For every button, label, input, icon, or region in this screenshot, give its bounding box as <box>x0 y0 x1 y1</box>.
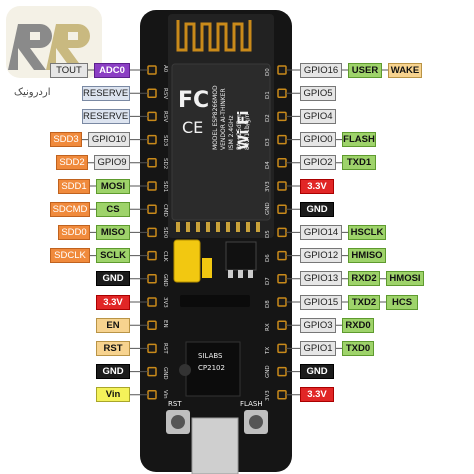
silkscreen-left-pin-name: SD2 <box>162 157 168 170</box>
row-cs-label-0: SDCMD <box>50 201 90 217</box>
row-gpio1-label-1: TXD0 <box>342 340 374 356</box>
row-gpio14-label-0: GPIO14 <box>300 224 342 240</box>
logo-mark <box>6 6 102 78</box>
chip-line-2: CP2102 <box>198 364 225 372</box>
module-model-line: VENDOR AI-THINKER <box>220 88 227 150</box>
wifi-logo: Wi Fi <box>236 110 252 150</box>
row-vin-label-0: Vin <box>96 387 130 403</box>
silkscreen-left-pin-name: Vin <box>162 389 168 399</box>
row-gpio5-label-0: GPIO5 <box>300 85 336 101</box>
silkscreen-left-pin-name: CMD <box>162 204 168 218</box>
flash-button-label: FLASH <box>240 400 263 408</box>
row-reserved-1-label-0: RESERVED <box>82 85 130 101</box>
silkscreen-left-pin-name: SD3 <box>162 134 168 146</box>
silkscreen-right-pin-name: GND <box>265 364 271 378</box>
row-gpio0-label-0: GPIO0 <box>300 132 336 148</box>
silkscreen-right-pin-name: 3V3 <box>265 181 271 192</box>
silkscreen-right-pin-name: TX <box>265 347 271 355</box>
row-gpio16-label-1: USER <box>348 62 382 78</box>
silkscreen-left-pin-name: SD0 <box>162 227 168 239</box>
silkscreen-right-pin-name: D8 <box>265 300 271 308</box>
silkscreen-left-pin-name: GND <box>162 273 168 287</box>
row-adc0-label-1: ADC0 <box>94 62 130 78</box>
silkscreen-left-pin-name: GND <box>162 366 168 380</box>
row-gpio9-label-1: GPIO9 <box>94 155 130 171</box>
row-rst-label-0: RST <box>96 340 130 356</box>
module-shield <box>171 63 271 221</box>
logo-text: اردرونیک <box>14 87 51 98</box>
ce-mark: CE <box>182 118 204 137</box>
row-gpio3-label-0: GPIO3 <box>300 317 336 333</box>
silkscreen-left-pin-name: RST <box>162 343 168 355</box>
silkscreen-left-pin-name: RSV <box>162 88 168 100</box>
row-3v3-3-label-0: 3.3V <box>300 387 334 403</box>
row-gpio15-label-2: HCS <box>386 294 418 310</box>
silkscreen-left-pin-name: RSV <box>162 111 168 123</box>
row-gpio2-label-1: TXD1 <box>342 155 376 171</box>
row-gnd-1-label-0: GND <box>96 271 130 287</box>
row-miso-label-1: MISO <box>96 224 130 240</box>
row-mosi-label-1: MOSI <box>96 178 130 194</box>
silkscreen-right-pin-name: 3V3 <box>265 390 271 401</box>
row-gpio13-label-2: HMOSI <box>386 271 424 287</box>
row-gpio4-label-0: GPIO4 <box>300 108 336 124</box>
row-gpio14-label-1: HSCLK <box>348 224 386 240</box>
row-gpio10-label-1: GPIO10 <box>88 132 130 148</box>
row-gpio1-label-0: GPIO1 <box>300 340 336 356</box>
row-gpio3-label-1: RXD0 <box>342 317 374 333</box>
row-gpio12-label-1: HMISO <box>348 248 386 264</box>
row-gpio10-label-0: SDD3 <box>50 132 82 148</box>
silkscreen-right-pin-name: D2 <box>265 114 271 123</box>
row-reserved-2-label-0: RESERVED <box>82 108 130 124</box>
silkscreen-right-pin-name: GND <box>265 202 271 216</box>
silkscreen-left-pin-name: 3V3 <box>162 297 168 308</box>
row-gpio12-label-0: GPIO12 <box>300 248 342 264</box>
regulator <box>225 241 257 271</box>
chip-line-1: SILABS <box>198 352 223 360</box>
silkscreen-right-pin-name: D5 <box>265 230 271 239</box>
silkscreen-right-pin-name: D7 <box>265 277 271 285</box>
silkscreen-left-pin-name: A0 <box>162 65 168 73</box>
row-gpio15-label-0: GPIO15 <box>300 294 342 310</box>
row-gpio9-label-0: SDD2 <box>56 155 88 171</box>
row-gpio13-label-0: GPIO13 <box>300 271 342 287</box>
silkscreen-right-pin-name: D6 <box>265 253 271 262</box>
fcc-logo: FC <box>178 88 210 113</box>
silkscreen-right-pin-name: D3 <box>265 137 271 146</box>
row-adc0-label-0: TOUT <box>50 62 88 78</box>
row-gnd-4-label-0: GND <box>300 364 334 380</box>
usb-port <box>191 417 239 474</box>
silkscreen-right-pin-name: RX <box>265 323 271 332</box>
silkscreen-right-pin-name: D1 <box>265 91 271 100</box>
row-cs-label-1: CS <box>96 201 130 217</box>
silkscreen-left-pin-name: SD1 <box>162 181 168 193</box>
row-3v3-2-label-0: 3.3V <box>300 178 334 194</box>
silkscreen-left-pin-name: EN <box>162 320 168 328</box>
silkscreen-right-pin-name: D0 <box>265 68 271 76</box>
row-gpio15-label-1: TXD2 <box>348 294 380 310</box>
row-gpio13-label-1: RXD2 <box>348 271 380 287</box>
row-miso-label-0: SDD0 <box>58 224 90 240</box>
row-sclk-label-1: SCLK <box>96 248 130 264</box>
module-model-line: ISM 2.4GHz <box>228 115 235 150</box>
row-en-label-0: EN <box>96 317 130 333</box>
module-model-line: MODEL ESP8266MOD <box>212 85 219 150</box>
rst-button-label: RST <box>168 400 182 408</box>
row-mosi-label-0: SDD1 <box>58 178 90 194</box>
row-gpio16-label-2: WAKE <box>388 62 422 78</box>
row-3v3-1-label-0: 3.3V <box>96 294 130 310</box>
row-gpio16-label-0: GPIO16 <box>300 62 342 78</box>
row-gnd-2-label-0: GND <box>96 364 130 380</box>
usb-uart-chip <box>185 341 241 397</box>
row-sclk-label-0: SDCLK <box>50 248 90 264</box>
silkscreen-right-pin-name: D4 <box>265 161 271 169</box>
silkscreen-left-pin-name: CLK <box>162 250 168 262</box>
row-gpio2-label-0: GPIO2 <box>300 155 336 171</box>
capacitor <box>173 239 201 283</box>
row-gnd-3-label-0: GND <box>300 201 334 217</box>
row-gpio0-label-1: FLASH <box>342 132 376 148</box>
antenna-trace <box>176 20 252 52</box>
